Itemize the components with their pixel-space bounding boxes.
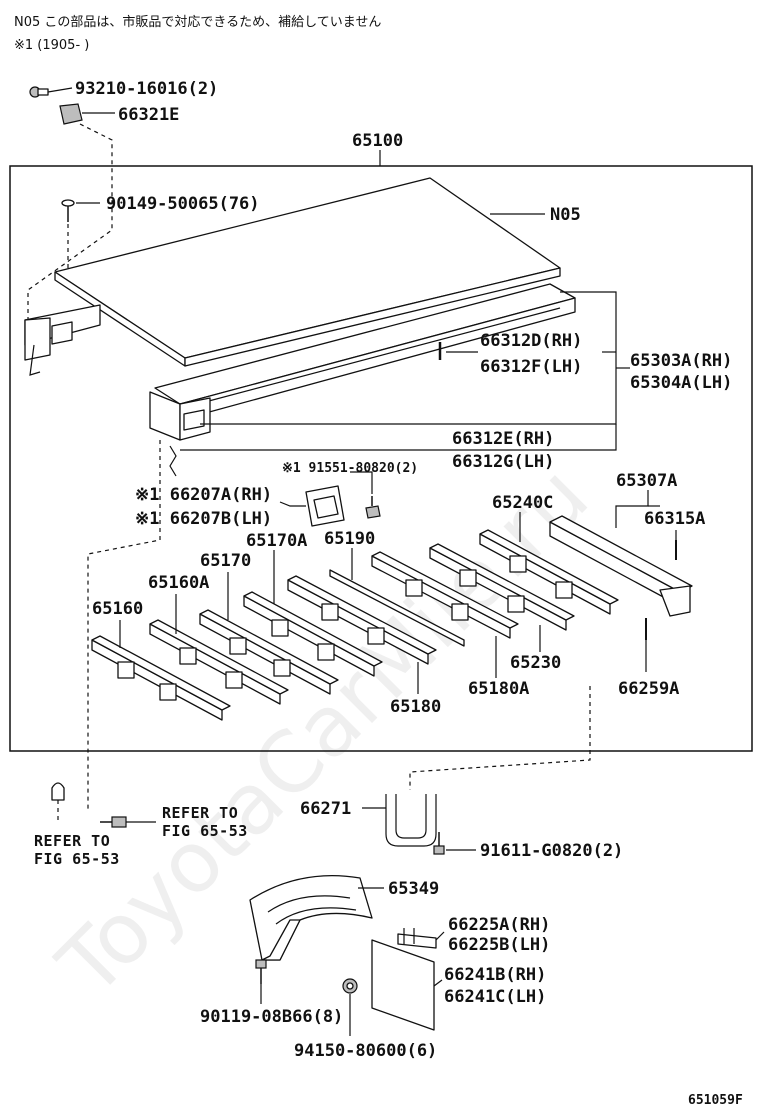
refer-to-2: REFER TO — [162, 804, 238, 822]
cross-member-65170A — [243, 591, 383, 677]
bracket-66225A — [397, 928, 437, 949]
cross-member-65180 — [287, 575, 437, 665]
leader-66241B — [433, 979, 443, 987]
label-66271: 66271 — [300, 799, 351, 819]
cross-member-65307A — [549, 515, 693, 617]
cross-member-65160A — [149, 619, 289, 705]
label-65230: 65230 — [510, 653, 561, 673]
cap-left — [51, 782, 65, 801]
leader-93210 — [47, 87, 73, 93]
label-65190: 65190 — [324, 529, 375, 549]
cross-member-65160 — [91, 635, 231, 721]
u-bolt-66271 — [385, 794, 437, 847]
label-90119-08B66: 90119-08B66(8) — [200, 1007, 343, 1027]
bolt-93210 — [29, 86, 49, 98]
bolt-refer — [100, 816, 127, 828]
bracket-66321E — [59, 103, 83, 125]
leader-66225A — [435, 931, 445, 941]
leader-91551 — [350, 471, 373, 494]
label-65304A: 65304A(LH) — [630, 373, 732, 393]
leader-65307A — [615, 490, 649, 528]
side-rail-65303A — [149, 283, 576, 441]
label-65160A: 65160A — [148, 573, 209, 593]
label-66321E: 66321E — [118, 105, 179, 125]
label-91611-G0820: 91611-G0820(2) — [480, 841, 623, 861]
figure-id: 651059F — [688, 1093, 743, 1108]
label-66312E: 66312E(RH) — [452, 429, 554, 449]
label-66241C: 66241C(LH) — [444, 987, 546, 1007]
label-66225B: 66225B(LH) — [448, 935, 550, 955]
label-65170: 65170 — [200, 551, 251, 571]
bracket-66207A — [305, 485, 345, 527]
dashed-link-left — [87, 440, 161, 810]
label-65240C: 65240C — [492, 493, 553, 513]
cross-member-65240C — [479, 529, 619, 615]
assembly-frame — [9, 165, 753, 752]
label-91551-80820: ※1 91551-80820(2) — [282, 461, 418, 476]
note-line-1: N05 この部品は、市販品で対応できるため、補給していません — [14, 14, 381, 30]
label-94150-80600: 94150-80600(6) — [294, 1041, 437, 1061]
fig-ref-1: FIG 65-53 — [34, 850, 120, 868]
label-66315A: 66315A — [644, 509, 705, 529]
label-65303A: 65303A(RH) — [630, 351, 732, 371]
cross-member-65180A — [371, 551, 519, 639]
label-66259A: 66259A — [618, 679, 679, 699]
label-66225A: 66225A(RH) — [448, 915, 550, 935]
floor-panel-N05 — [54, 177, 561, 367]
label-66312G: 66312G(LH) — [452, 452, 554, 472]
label-66312D: 66312D(RH) — [480, 331, 582, 351]
label-65160: 65160 — [92, 599, 143, 619]
label-65100: 65100 — [352, 131, 403, 151]
leader-66207A — [279, 501, 306, 507]
bolt-91551 — [365, 496, 381, 519]
mudguard-65349 — [249, 875, 373, 961]
label-65180: 65180 — [390, 697, 441, 717]
fig-ref-2: FIG 65-53 — [162, 822, 248, 840]
hook-66312E — [169, 445, 177, 477]
label-66207A: ※1 66207A(RH) — [135, 485, 272, 505]
label-N05: N05 — [550, 205, 581, 225]
label-65170A: 65170A — [246, 531, 307, 551]
label-65180A: 65180A — [468, 679, 529, 699]
dashed-link-top — [27, 123, 113, 330]
label-65307A: 65307A — [616, 471, 677, 491]
cross-member-65190 — [329, 569, 465, 647]
nut-94150 — [342, 978, 358, 994]
screw-90149 — [61, 199, 75, 222]
label-93210-16016: 93210-16016(2) — [75, 79, 218, 99]
label-90149-50065: 90149-50065(76) — [106, 194, 260, 214]
label-66312F: 66312F(LH) — [480, 357, 582, 377]
refer-to-1: REFER TO — [34, 832, 110, 850]
cross-member-65230 — [429, 543, 575, 631]
leader-65303A — [200, 291, 617, 425]
label-66207B: ※1 66207B(LH) — [135, 509, 272, 529]
leader-66312E — [180, 424, 617, 451]
label-66241B: 66241B(RH) — [444, 965, 546, 985]
nut-91611 — [433, 832, 445, 855]
label-65349: 65349 — [388, 879, 439, 899]
bolt-90119 — [255, 959, 267, 984]
note-line-2: ※1 (1905- ) — [14, 38, 89, 53]
side-rail-rear — [24, 304, 101, 376]
cross-member-65170 — [199, 609, 339, 695]
mudflap-66241B — [371, 939, 435, 1031]
